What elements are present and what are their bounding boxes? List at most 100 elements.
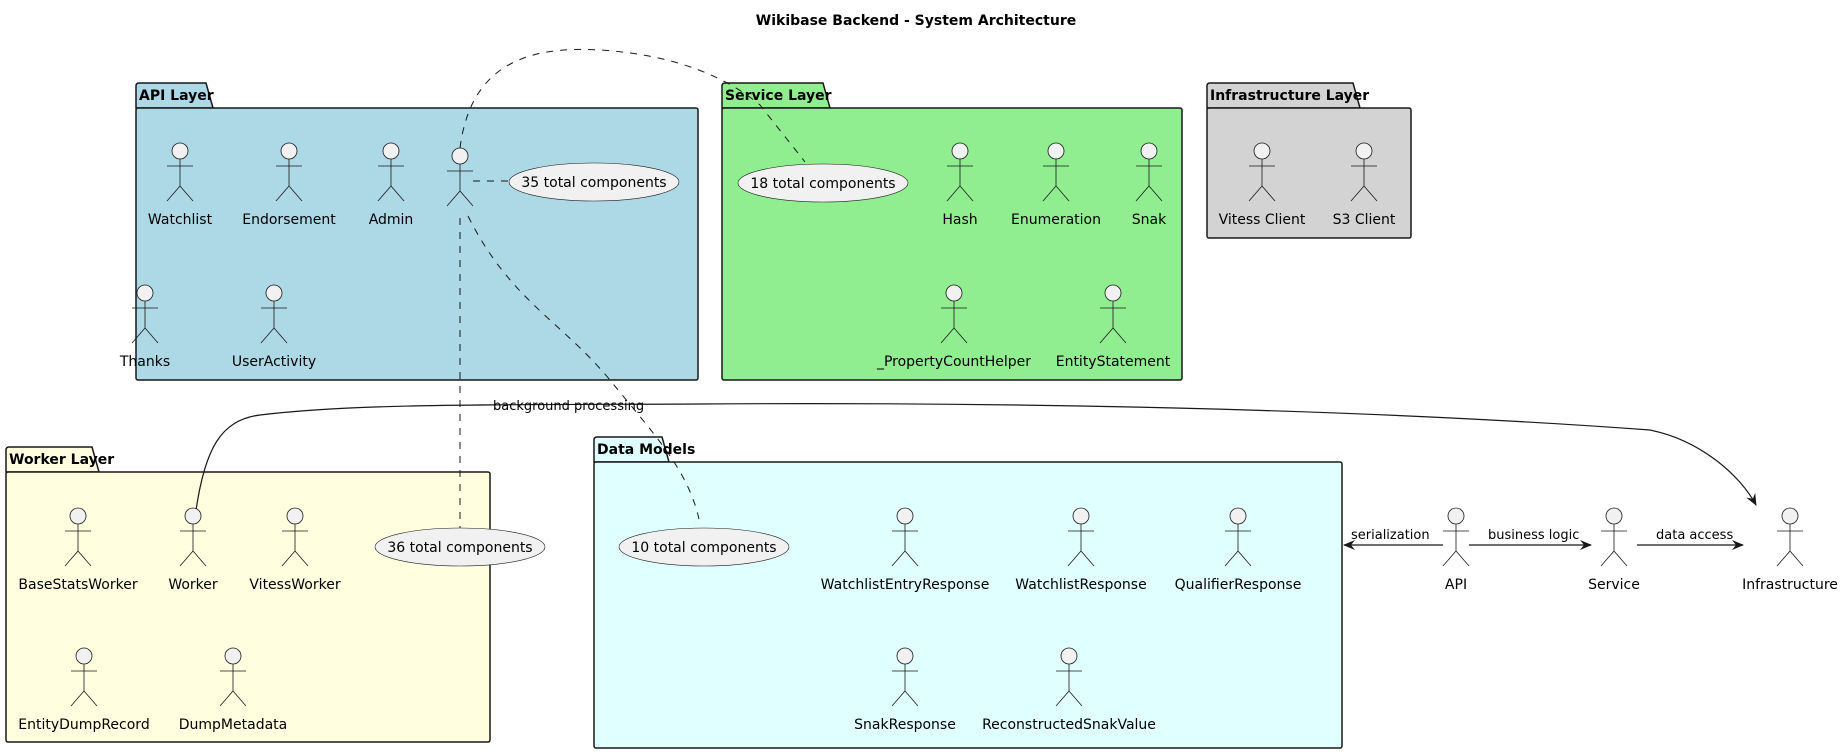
package-service-layer[interactable]: Service Layer (721, 82, 1183, 381)
actor-unnamed[interactable] (446, 147, 474, 207)
actor-snak[interactable]: Snak (1132, 142, 1167, 228)
actor-enumeration[interactable]: Enumeration (1011, 142, 1101, 228)
actor-icon (1781, 507, 1799, 525)
actor-icon (69, 507, 87, 525)
package-worker-layer[interactable]: Worker Layer (5, 446, 491, 743)
actor-body (179, 524, 207, 567)
actor-label: Vitess Client (1219, 212, 1306, 228)
actor-icon (1140, 142, 1158, 160)
actor-watchlist[interactable]: Watchlist (148, 142, 213, 228)
package-body (593, 461, 1343, 749)
actor-propertycounthelper[interactable]: _PropertyCountHelper (876, 284, 1031, 370)
actor-label: UserActivity (232, 354, 316, 370)
package-data-models[interactable]: Data Models (593, 436, 1343, 749)
actor-icon (896, 507, 914, 525)
actor-body (377, 159, 405, 202)
actor-body (1248, 159, 1276, 202)
edge-label-data-access: data access (1656, 528, 1733, 543)
actor-admin[interactable]: Admin (369, 142, 414, 228)
actor-watchlistresponse[interactable]: WatchlistResponse (1015, 507, 1147, 593)
actor-icon (265, 284, 283, 302)
actor-label: Admin (369, 212, 414, 228)
actor-label: BaseStatsWorker (18, 577, 137, 593)
actor-label: Hash (942, 212, 977, 228)
edge-label-background-processing: background processing (493, 399, 644, 414)
actor-label: DumpMetadata (179, 717, 287, 733)
actor-qualifierresponse[interactable]: QualifierResponse (1175, 507, 1302, 593)
actor-body (1350, 159, 1378, 202)
note-link-service (459, 48, 806, 163)
actor-body (219, 664, 247, 707)
actor-useractivity[interactable]: UserActivity (232, 284, 316, 370)
package-tab (721, 82, 831, 109)
actor-body (1600, 524, 1628, 567)
actor-endorsement[interactable]: Endorsement (242, 142, 336, 228)
actor-label: EntityStatement (1056, 354, 1171, 370)
actor-body (1042, 159, 1070, 202)
package-body (1206, 107, 1412, 239)
actor-icon (1047, 142, 1065, 160)
actor-body (1067, 524, 1095, 567)
actor-label: Service (1588, 577, 1640, 593)
package-label: Service Layer (725, 88, 832, 104)
actor-icon (896, 647, 914, 665)
actor-body (281, 524, 309, 567)
actor-body (275, 159, 303, 202)
note-text: 36 total components (387, 540, 532, 556)
package-tab (1206, 82, 1361, 109)
actor-body (446, 164, 474, 207)
actor-worker[interactable]: Worker (168, 507, 218, 593)
package-label: API Layer (139, 88, 214, 104)
package-infrastructure-layer[interactable]: Infrastructure Layer (1206, 82, 1412, 239)
actor-snakresponse[interactable]: SnakResponse (854, 647, 956, 733)
package-body (5, 471, 491, 743)
actor-icon (171, 142, 189, 160)
package-label: Worker Layer (9, 452, 114, 468)
package-tab (5, 446, 100, 473)
actor-thanks[interactable]: Thanks (119, 284, 170, 370)
actor-label: S3 Client (1333, 212, 1396, 228)
actor-basestatsworker[interactable]: BaseStatsWorker (18, 507, 138, 593)
actor-vitess-client[interactable]: Vitess Client (1219, 142, 1306, 228)
actor-body (131, 301, 159, 344)
actor-body (940, 301, 968, 344)
package-tab (593, 436, 670, 463)
actor-hash[interactable]: Hash (942, 142, 978, 228)
actor-label: VitessWorker (249, 577, 340, 593)
package-tab (135, 82, 214, 109)
actor-icon (1072, 507, 1090, 525)
actor-icon (451, 147, 469, 165)
actor-icon (1605, 507, 1623, 525)
package-body (135, 107, 699, 381)
actor-body (1099, 301, 1127, 344)
actor-body (1224, 524, 1252, 567)
actor-reconstructedsnakvalue[interactable]: ReconstructedSnakValue (982, 647, 1156, 733)
actor-dumpmetadata[interactable]: DumpMetadata (179, 647, 287, 733)
actor-s3-client[interactable]: S3 Client (1333, 142, 1396, 228)
actor-label: WatchlistEntryResponse (821, 577, 990, 593)
actor-label: Watchlist (148, 212, 213, 228)
actor-api[interactable]: API (1442, 507, 1470, 593)
actor-body (946, 159, 974, 202)
actor-icon (382, 142, 400, 160)
actor-label: ReconstructedSnakValue (982, 717, 1156, 733)
edge-label-serialization: serialization (1351, 528, 1430, 543)
note-text: 10 total components (631, 540, 776, 556)
actor-label: EntityDumpRecord (18, 717, 149, 733)
actor-icon (286, 507, 304, 525)
actor-entitydumprecord[interactable]: EntityDumpRecord (18, 647, 150, 733)
actor-body (891, 664, 919, 707)
actor-infrastructure[interactable]: Infrastructure (1742, 507, 1838, 593)
actor-icon (136, 284, 154, 302)
actor-service[interactable]: Service (1588, 507, 1640, 593)
actor-icon (1060, 647, 1078, 665)
actor-body (166, 159, 194, 202)
actor-label: Endorsement (242, 212, 336, 228)
actor-entitystatement[interactable]: EntityStatement (1056, 284, 1171, 370)
actor-icon (945, 284, 963, 302)
package-api-layer[interactable]: API Layer (135, 82, 699, 381)
actor-vitessworker[interactable]: VitessWorker (249, 507, 341, 593)
actor-label: Enumeration (1011, 212, 1101, 228)
actor-watchlistentryresponse[interactable]: WatchlistEntryResponse (821, 507, 990, 593)
